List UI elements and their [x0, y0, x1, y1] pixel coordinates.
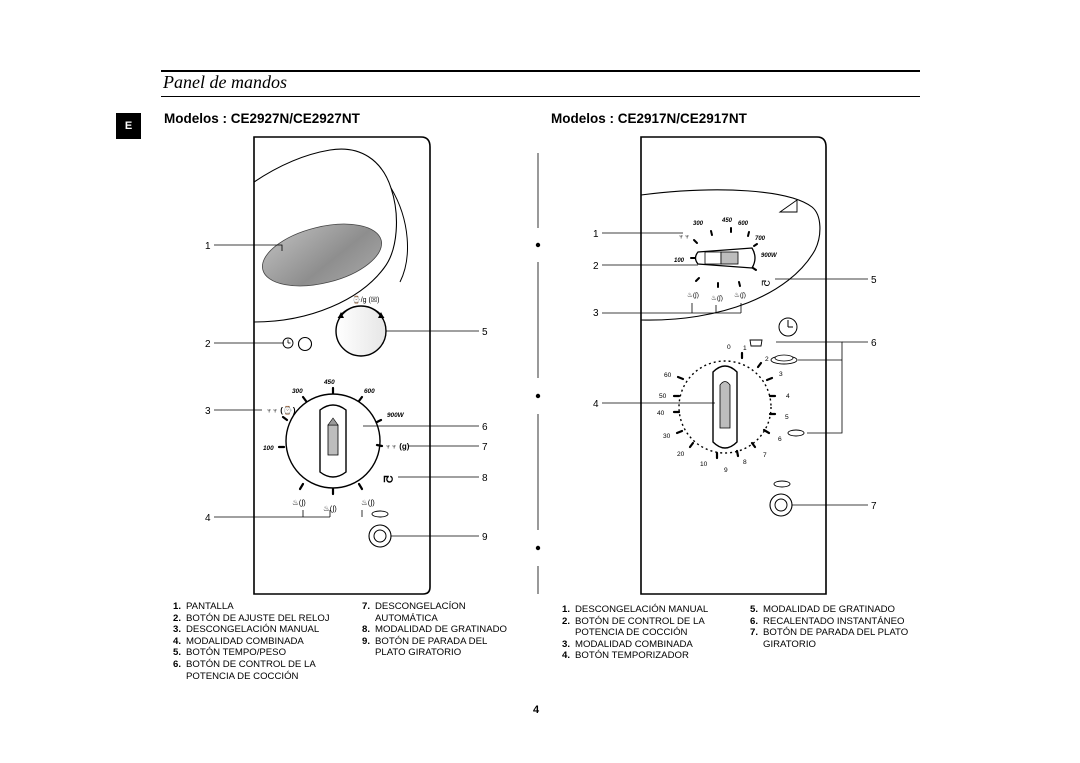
legend-item: 4.BOTÓN TEMPORIZADOR	[562, 650, 689, 662]
legend-item: 2.BOTÓN DE AJUSTE DEL RELOJ	[173, 612, 330, 624]
svg-text:2: 2	[593, 261, 599, 272]
svg-text:3: 3	[779, 371, 783, 378]
svg-text:4: 4	[786, 393, 790, 400]
power-level-dial[interactable]: 450 300 600 900W 100 ♆♆ (⌚) ♆♆ (g) ൛ ♨(∫…	[263, 379, 410, 513]
svg-text:700: 700	[755, 236, 766, 242]
svg-text:3: 3	[593, 308, 599, 319]
clock-set-button[interactable]	[282, 336, 313, 352]
svg-text:0: 0	[727, 344, 731, 351]
svg-text:9: 9	[724, 467, 728, 474]
svg-text:600: 600	[738, 221, 749, 227]
power-slider-knob[interactable]: 450 300 600 700 900W 100 ♆♆ ൛ ♨(∫) ♨(∫) …	[674, 218, 778, 302]
svg-text:1: 1	[593, 229, 599, 240]
display-window	[262, 223, 382, 287]
svg-text:♨(∫): ♨(∫)	[687, 291, 699, 299]
svg-text:600: 600	[364, 388, 375, 395]
legend-item: 9.BOTÓN DE PARADA DEL PLATO GIRATORIO	[362, 635, 487, 659]
legend-item: 6.RECALENTADO INSTANTÁNEO	[750, 615, 905, 627]
right-legend-col2: 5.MODALIDAD DE GRATINADO 6.RECALENTADO I…	[750, 604, 928, 650]
svg-text:6: 6	[871, 338, 877, 349]
left-legend-col1: 1.PANTALLA 2.BOTÓN DE AJUSTE DEL RELOJ 3…	[173, 601, 361, 682]
legend-item: 5.BOTÓN TEMPO/PESO	[173, 647, 287, 659]
left-control-panel: ⌚/g (☒) 450 300 600 900W 10	[205, 136, 488, 595]
svg-text:450: 450	[323, 379, 335, 386]
svg-text:2: 2	[205, 339, 211, 350]
svg-text:900W: 900W	[761, 253, 778, 259]
legend-item: 2.BOTÓN DE CONTROL DE LA POTENCIA DE COC…	[562, 615, 705, 639]
timer-dial[interactable]: 0 1 2 3 4 5 6 7 8 9 10 20 30 40 50 60	[657, 339, 805, 474]
svg-text:30: 30	[663, 433, 671, 440]
svg-text:൛: ൛	[383, 473, 393, 485]
legend-item: 7.DESCONGELACÍON AUTOMÁTICA	[362, 601, 466, 624]
center-divider	[535, 153, 541, 594]
right-control-panel: 450 300 600 700 900W 100 ♆♆ ൛ ♨(∫) ♨(∫) …	[593, 136, 877, 595]
right-model-heading: Modelos : CE2917N/CE2917NT	[551, 111, 747, 126]
legend-item: 3.DESCONGELACIÓN MANUAL	[173, 624, 320, 636]
left-legend-col2: 7.DESCONGELACÍON AUTOMÁTICA 8.MODALIDAD …	[362, 601, 522, 659]
svg-text:50: 50	[659, 393, 667, 400]
language-tab: E	[116, 113, 141, 139]
svg-text:4: 4	[593, 399, 599, 410]
svg-text:100: 100	[674, 258, 685, 264]
svg-text:3: 3	[205, 406, 211, 417]
page-number: 4	[533, 704, 540, 716]
svg-text:1: 1	[743, 345, 747, 352]
svg-text:5: 5	[482, 327, 488, 338]
page-title: Panel de mandos	[163, 72, 287, 92]
legend-item: 6.BOTÓN DE CONTROL DE LA POTENCIA DE COC…	[173, 658, 316, 682]
turntable-stop-button[interactable]	[368, 510, 392, 548]
svg-text:♆♆ (g): ♆♆ (g)	[385, 442, 410, 451]
svg-text:6: 6	[482, 422, 488, 433]
svg-text:450: 450	[721, 218, 733, 224]
svg-text:20: 20	[677, 451, 685, 458]
svg-text:300: 300	[693, 221, 704, 227]
svg-text:900W: 900W	[387, 412, 405, 419]
svg-text:10: 10	[700, 461, 708, 468]
svg-text:2: 2	[765, 356, 769, 363]
right-legend-col1: 1.DESCONGELACIÓN MANUAL 2.BOTÓN DE CONTR…	[562, 604, 742, 662]
top-rule	[161, 70, 920, 72]
svg-text:⌚/g (☒): ⌚/g (☒)	[352, 295, 379, 304]
legend-item: 7.BOTÓN DE PARADA DEL PLATO GIRATORIO	[750, 627, 909, 650]
svg-text:♨(∫): ♨(∫)	[292, 498, 306, 507]
legend-item: 4.MODALIDAD COMBINADA	[173, 635, 304, 647]
legend-item: 5.MODALIDAD DE GRATINADO	[750, 604, 896, 615]
svg-text:8: 8	[482, 473, 488, 484]
svg-text:8: 8	[743, 459, 747, 466]
svg-text:♨(∫): ♨(∫)	[711, 294, 723, 302]
svg-text:♨(∫): ♨(∫)	[323, 504, 337, 513]
svg-text:4: 4	[205, 513, 211, 524]
svg-text:60: 60	[664, 372, 672, 379]
svg-text:7: 7	[871, 501, 877, 512]
svg-text:7: 7	[482, 442, 488, 453]
svg-text:൛: ൛	[761, 278, 770, 289]
svg-text:5: 5	[785, 414, 789, 421]
svg-text:5: 5	[871, 275, 877, 286]
legend-item: 1.PANTALLA	[173, 601, 234, 612]
svg-text:40: 40	[657, 410, 665, 417]
time-weight-knob[interactable]: ⌚/g (☒)	[335, 295, 387, 357]
svg-text:♨(∫): ♨(∫)	[361, 498, 375, 507]
title-underline	[161, 96, 920, 97]
svg-text:6: 6	[778, 436, 782, 443]
svg-text:7: 7	[763, 452, 767, 459]
svg-text:♆♆ (⌚): ♆♆ (⌚)	[266, 405, 296, 415]
svg-text:300: 300	[292, 388, 303, 395]
clock-icon	[778, 317, 798, 337]
svg-text:9: 9	[482, 532, 488, 543]
svg-text:♨(∫): ♨(∫)	[734, 291, 746, 299]
svg-text:100: 100	[263, 445, 274, 452]
legend-item: 1.DESCONGELACIÓN MANUAL	[562, 604, 709, 615]
left-model-heading: Modelos : CE2927N/CE2927NT	[164, 111, 360, 126]
legend-item: 3.MODALIDAD COMBINADA	[562, 638, 693, 650]
legend-item: 8.MODALIDAD DE GRATINADO	[362, 624, 508, 636]
svg-text:1: 1	[205, 241, 211, 252]
turntable-stop-button[interactable]	[769, 480, 793, 517]
svg-text:♆♆: ♆♆	[678, 232, 690, 241]
